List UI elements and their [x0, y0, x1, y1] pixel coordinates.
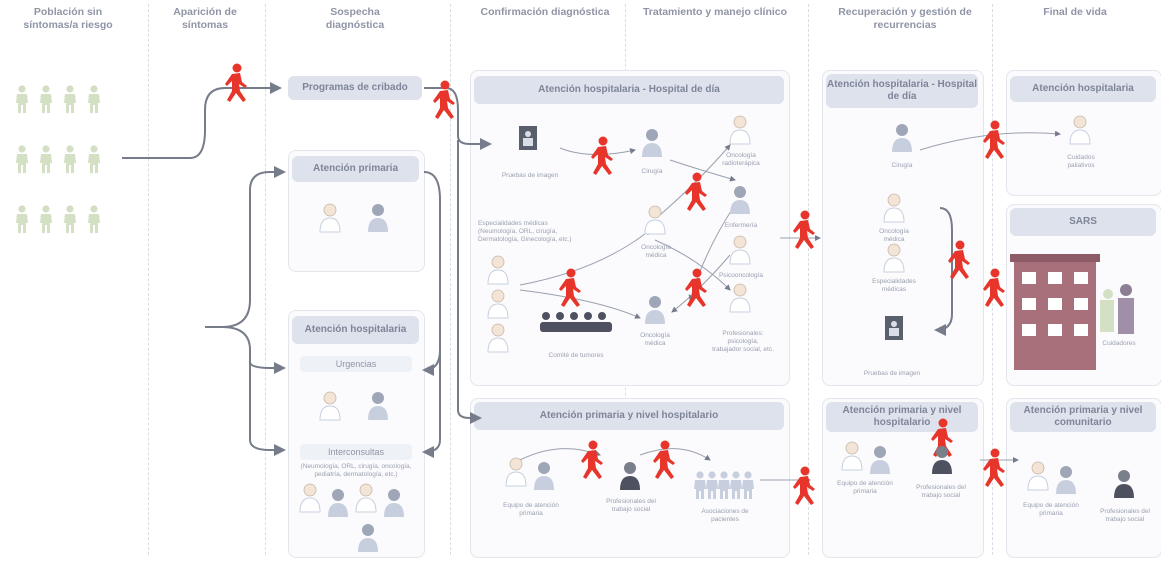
- column-header-tratamiento: Tratamiento y manejo clínico: [642, 6, 788, 18]
- walker-icon: [983, 268, 1005, 307]
- building-icon: [1010, 254, 1100, 370]
- column-divider: [265, 4, 266, 555]
- caption-otros: Profesionales: psicología, trabajador so…: [712, 330, 774, 353]
- subheader-urgencias: Urgencias: [300, 356, 412, 372]
- column-header-final: Final de vida: [1043, 6, 1107, 18]
- panel-atencion-hospitalaria: [288, 310, 425, 558]
- caption-prof-soc: Profesionales del trabajo social: [606, 498, 656, 513]
- column-header-recuperacion: Recuperación y gestión de recurrencias: [838, 6, 972, 31]
- walker-icon: [685, 268, 707, 307]
- column-header-sospecha: Sospecha diagnóstica: [325, 6, 385, 31]
- caption-esp-rec: Especialidades médicas: [872, 278, 916, 293]
- caption-onc-med: Oncología radioterápica: [722, 152, 760, 167]
- header-programas-cribado: Programas de cribado: [288, 76, 422, 100]
- walker-icon: [983, 120, 1005, 159]
- walker-icon: [581, 440, 603, 479]
- subheader-interconsultas: Interconsultas: [300, 444, 412, 460]
- caption-onc-rec: Oncología médica: [879, 228, 909, 243]
- population-group: [16, 85, 100, 233]
- caption-cir2: Cirugía: [891, 162, 913, 169]
- caption-img2: Pruebas de imagen: [863, 370, 921, 377]
- column-divider: [148, 4, 149, 555]
- caption-eq-ap: Equipo de atención primaria: [503, 502, 559, 517]
- column-header-poblacion: Población sin síntomas/a riesgo: [23, 6, 113, 31]
- caption-onc-rad: Oncología médica: [641, 244, 671, 259]
- header-rec-ap: Atención primaria y nivel hospitalario: [826, 402, 978, 432]
- caption-comite: Comité de tumores: [548, 352, 604, 359]
- caption-anest: Enfermería: [724, 222, 758, 229]
- note-interconsultas: (Neumología, ORL, cirugía, oncología, pe…: [300, 463, 412, 478]
- walker-icon: [591, 136, 613, 175]
- header-hospital-dia: Atención hospitalaria - Hospital de día: [474, 76, 784, 104]
- caption-cuidador: Cuidadores: [1102, 340, 1136, 347]
- caption-asoc: Asociaciones de pacientes: [701, 508, 749, 523]
- column-header-confirmacion: Confirmación diagnóstica: [480, 6, 610, 18]
- walker-icon: [983, 448, 1005, 487]
- walker-icon: [793, 210, 815, 249]
- header-fin-ap: Atención primaria y nivel comunitario: [1010, 402, 1156, 432]
- panel-rec-hospital: [822, 70, 984, 386]
- caption-cuid-pal: Cuidados paliativos: [1067, 154, 1095, 169]
- column-header-aparicion: Aparición de síntomas: [173, 6, 237, 31]
- walker-icon: [433, 80, 455, 119]
- caption-onc2: Oncología médica: [640, 332, 670, 347]
- header-rec-hospital: Atención hospitalaria - Hospital de día: [826, 74, 978, 108]
- walker-icon: [653, 440, 675, 479]
- header-atencion-primaria: Atención primaria: [292, 156, 419, 182]
- header-fin-hospital: Atención hospitalaria: [1010, 76, 1156, 102]
- caption-cir1: Cirugía: [641, 168, 663, 175]
- header-sars: SARS: [1010, 208, 1156, 236]
- caption-eq-ap2: Equipo de atención primaria: [837, 480, 893, 495]
- caption-prof-soc2: Profesionales del trabajo social: [916, 484, 966, 499]
- walker-icon: [225, 63, 247, 102]
- walker-icon: [793, 466, 815, 505]
- caption-img1: Pruebas de imagen: [501, 172, 559, 179]
- caregiver-icon: [1100, 284, 1134, 334]
- caption-psico: Psicooncología: [718, 272, 764, 279]
- header-atencion-hospitalaria: Atención hospitalaria: [292, 316, 419, 344]
- column-divider: [450, 4, 451, 555]
- note-especialidades: Especialidades médicas (Neumología, ORL,…: [478, 220, 572, 243]
- walker-icon: [685, 172, 707, 211]
- column-divider: [808, 4, 809, 555]
- caption-prof-soc3: Profesionales del trabajo social: [1100, 508, 1150, 523]
- caption-eq-ap3: Equipo de atención primaria: [1023, 502, 1079, 517]
- header-ap-nivel: Atención primaria y nivel hospitalario: [474, 402, 784, 430]
